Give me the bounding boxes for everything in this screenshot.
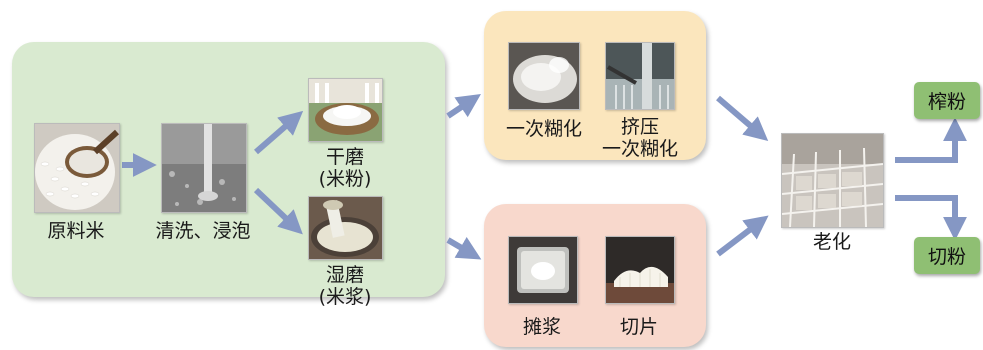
- wash-soak-photo: [161, 123, 247, 213]
- slice-label: 切片: [619, 316, 658, 338]
- dry-mill-label-line1: 干磨: [325, 146, 364, 168]
- raw-rice-label: 原料米: [47, 220, 105, 242]
- first-gel-label: 一次糊化: [505, 118, 582, 140]
- slice-photo: [605, 236, 675, 304]
- extrude-photo: [605, 42, 675, 110]
- extrude-label-line2: 一次糊化: [601, 138, 678, 160]
- arrow-aging-to-cut: [895, 195, 967, 241]
- dry-mill-label: 干磨 (米粉): [305, 146, 385, 190]
- wet-mill-label-line2: (米浆): [318, 286, 372, 308]
- arrow-gel-to-aging: [716, 95, 769, 142]
- arrow-dry-to-gel: [446, 94, 481, 119]
- dry-mill-label-line2: (米粉): [318, 168, 372, 190]
- first-gel-photo: [508, 42, 580, 110]
- wet-mill-label: 湿磨 (米浆): [305, 264, 385, 308]
- aging-photo: [781, 133, 884, 228]
- arrow-wet-to-slurry: [446, 236, 482, 260]
- cut-noodle-box: 切粉: [914, 237, 980, 274]
- aging-label: 老化: [812, 231, 851, 253]
- extrude-label: 挤压 一次糊化: [590, 116, 690, 160]
- wet-mill-label-line1: 湿磨: [325, 264, 364, 286]
- wash-soak-label: 清洗、浸泡: [155, 220, 251, 242]
- extrude-label-line1: 挤压: [620, 116, 659, 138]
- arrow-aging-to-pressed: [895, 117, 967, 163]
- raw-rice-photo: [34, 123, 120, 213]
- spread-label: 摊浆: [522, 316, 561, 338]
- arrow-slurry-to-aging: [716, 215, 769, 257]
- dry-mill-photo: [308, 78, 383, 142]
- spread-photo: [508, 236, 578, 304]
- wet-mill-photo: [308, 196, 383, 260]
- pressed-noodle-box: 榨粉: [914, 82, 980, 119]
